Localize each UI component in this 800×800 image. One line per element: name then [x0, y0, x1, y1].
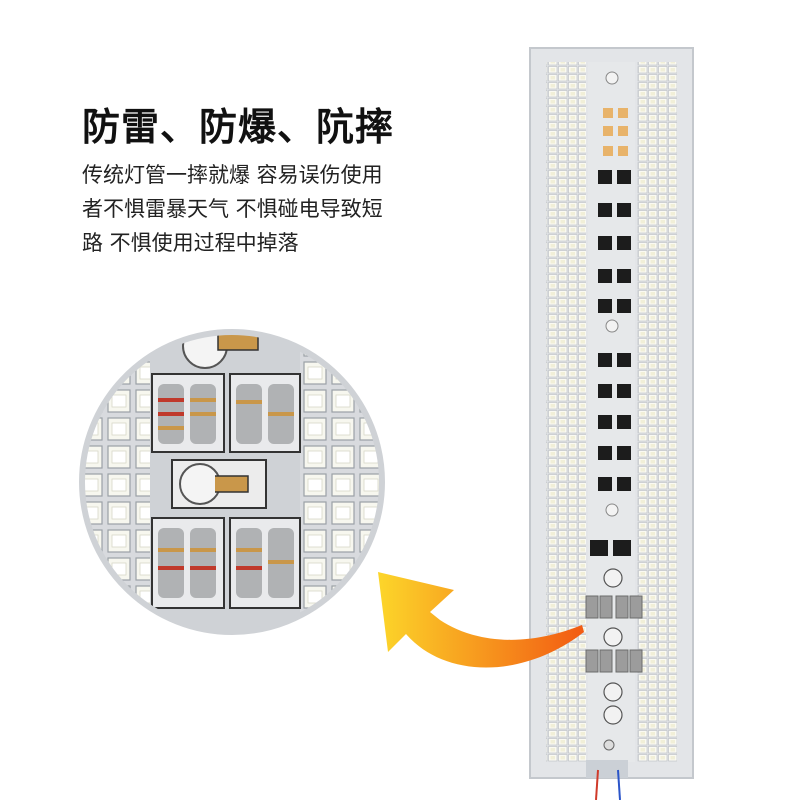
curved-arrow-icon: [378, 572, 584, 668]
description: 传统灯管一摔就爆 容易误伤使用 者不惧雷暴天气 不惧碰电导致短 路 不惧使用过程…: [82, 158, 452, 260]
heading: 防雷、防爆、阬摔: [82, 105, 395, 149]
led-board-icon: [529, 47, 694, 800]
description-line-2: 者不惧雷暴天气 不惧碰电导致短: [82, 197, 383, 221]
description-line-1: 传统灯管一摔就爆 容易误伤使用: [82, 163, 383, 187]
magnifier-circle-icon: [79, 329, 385, 635]
description-line-3: 路 不惧使用过程中掉落: [82, 231, 299, 255]
